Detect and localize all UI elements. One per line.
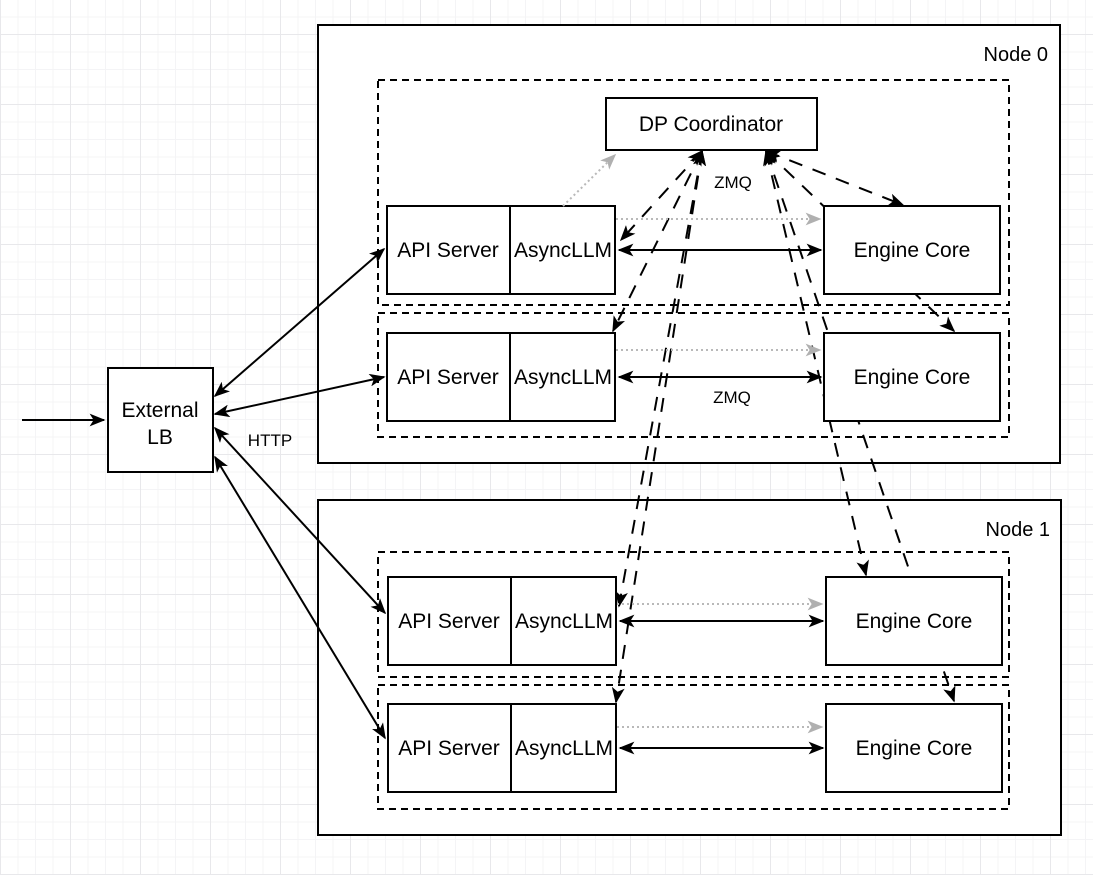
node0-engine-core-box-1[interactable]: [823, 332, 1001, 422]
edge-lb-node0-api0: [213, 247, 386, 398]
node1-engine-core-box-1[interactable]: [825, 703, 1003, 793]
node0-label: Node 0: [984, 44, 1049, 66]
external-lb-label: External: [121, 399, 198, 422]
external-lb-label2: LB: [147, 426, 173, 449]
external-lb-box[interactable]: [107, 367, 214, 473]
node1-engine0-label: Engine Core: [856, 610, 973, 633]
dp-coordinator-label: DP Coordinator: [639, 113, 783, 136]
node0-replica0-group[interactable]: [377, 79, 1010, 306]
external-lb-label-line1: External: [121, 399, 198, 422]
node1-apiserver0-label: API Server: [398, 610, 500, 633]
node0-apiserver-asyncllm-box-0[interactable]: [386, 205, 616, 295]
node1-engine1-label: Engine Core: [856, 737, 973, 760]
node1-apiserver-asyncllm-box-0[interactable]: [387, 576, 617, 666]
node0-engine0-label: Engine Core: [854, 239, 971, 262]
node0-apiserver1-label: API Server: [397, 366, 499, 389]
node1-engine-core-box-0[interactable]: [825, 576, 1003, 666]
dp-coordinator-box[interactable]: [605, 97, 818, 151]
node1-label: Node 1: [986, 519, 1051, 541]
edge-asyncllm0-to-coordinator-dotted: [562, 153, 617, 207]
node0-asyncllm0-label: AsyncLLM: [514, 239, 612, 262]
node0-engine-core-box-0[interactable]: [823, 205, 1001, 295]
node0-asyncllm1-label: AsyncLLM: [514, 366, 612, 389]
node1-apiserver-asyncllm-box-1[interactable]: [387, 703, 617, 793]
node1-asyncllm1-label: AsyncLLM: [515, 737, 613, 760]
node0-apiserver0-label: API Server: [397, 239, 499, 262]
http-label: HTTP: [248, 431, 292, 450]
external-lb-label-line2: LB: [147, 426, 173, 449]
node1-asyncllm0-label: AsyncLLM: [515, 610, 613, 633]
node1-apiserver1-label: API Server: [398, 737, 500, 760]
edge-coordinator-node1-asyncllm1: [611, 149, 707, 704]
edge-lb-node0-api1: [213, 373, 386, 418]
edge-lb-node1-api1: [214, 455, 386, 740]
zmq-engine-label: ZMQ: [713, 388, 751, 407]
node0-apiserver-asyncllm-box-1[interactable]: [386, 332, 616, 422]
zmq-coordinator-label: ZMQ: [714, 173, 752, 192]
node0-engine1-label: Engine Core: [854, 366, 971, 389]
